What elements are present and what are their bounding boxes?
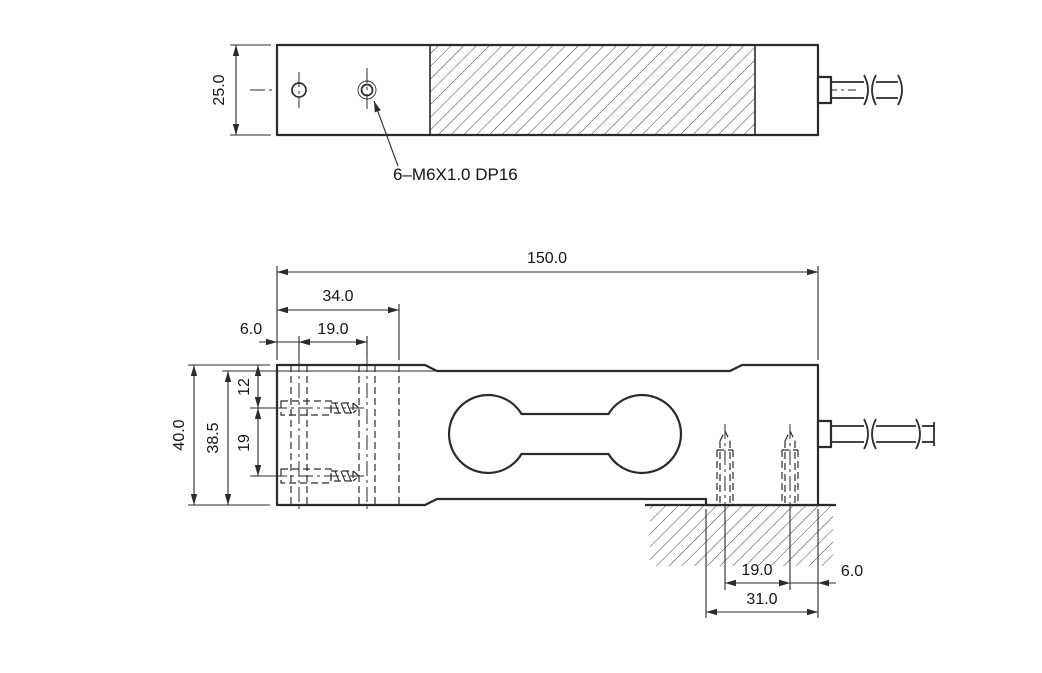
cable-connector [816, 75, 833, 105]
thread-tick [334, 470, 340, 482]
thread-callout: 6–M6X1.0 DP16 [373, 100, 518, 184]
side-view: 150.0 34.0 19.0 6.0 40.0 [171, 250, 935, 618]
threaded-hole-top [357, 68, 377, 112]
thread-tick [340, 470, 346, 482]
hidden-bolt-1 [272, 400, 364, 416]
bolt-thread-section [330, 470, 354, 482]
threaded-hole-bottom-1 [716, 424, 734, 590]
bolt-tip [352, 470, 360, 482]
cable-break [863, 418, 869, 450]
thread-tick [346, 470, 352, 482]
dim-left-edge-offset: 6.0 [240, 321, 317, 346]
ground-hatch [650, 505, 833, 566]
thread-tick [346, 402, 352, 414]
thread-circle [357, 80, 377, 100]
cable-break [871, 74, 877, 106]
cable-break [863, 74, 869, 106]
thread-tick [340, 402, 346, 414]
dim-right-mount-width: 31.0 [705, 509, 819, 618]
dim-label-19b: 19.0 [741, 562, 772, 579]
cable-connector [816, 419, 833, 449]
dim-label-38-5: 38.5 [205, 422, 222, 453]
dim-right-edge-offset: 6.0 [772, 563, 863, 587]
dim-overall-length: 150.0 [276, 250, 819, 360]
dim-label-40: 40.0 [171, 419, 188, 450]
leader-line [373, 100, 399, 167]
bolt-thread-section [330, 402, 354, 414]
mounting-hole [291, 72, 307, 108]
cable-top-view [816, 74, 903, 106]
dim-label-25: 25.0 [211, 74, 228, 105]
top-view: 25.0 6–M6X1.0 DP16 [211, 43, 903, 184]
dim-label-6: 6.0 [240, 321, 262, 338]
dim-label-19v: 19 [236, 434, 253, 452]
cable-end [897, 74, 903, 106]
hole-circle [360, 83, 374, 97]
dim-label-31: 31.0 [746, 591, 777, 608]
cable-break [871, 418, 877, 450]
section-hatch [429, 44, 756, 136]
dim-top-height: 25.0 [211, 44, 271, 136]
hidden-bolt-2 [272, 468, 364, 484]
cable-side-view [816, 418, 935, 450]
dim-vertical-hole-pitch: 19 [236, 408, 272, 477]
hole-circle [291, 82, 307, 98]
threaded-hole-bottom-2 [781, 424, 799, 590]
hidden-hole-lines-left [290, 357, 400, 513]
dim-left-hole-pitch: 19.0 [298, 321, 368, 358]
dim-overall-height: 40.0 [171, 364, 270, 506]
dim-mount-length: 34.0 [277, 288, 400, 360]
dim-label-19: 19.0 [317, 321, 348, 338]
dim-label-150: 150.0 [527, 250, 567, 267]
cable-end [915, 418, 921, 450]
flexure-cutout [447, 393, 683, 475]
thread-note-label: 6–M6X1.0 DP16 [393, 165, 518, 184]
thread-tick [334, 402, 340, 414]
dim-label-34: 34.0 [322, 288, 353, 305]
dim-label-6b: 6.0 [841, 563, 863, 580]
dim-label-12: 12 [236, 378, 253, 396]
bolt-tip [352, 402, 360, 414]
